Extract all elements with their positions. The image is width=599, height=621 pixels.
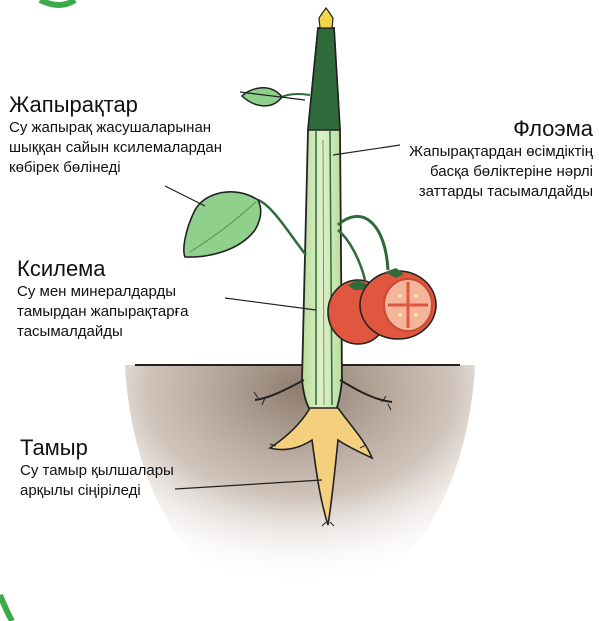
corner-arc-top xyxy=(40,0,75,5)
root-description: Су тамыр қылшалары арқылы сіңіріледі xyxy=(20,461,174,501)
phloem-description: Жапырақтардан өсімдіктің басқа бөліктері… xyxy=(409,142,593,202)
tomato-branch xyxy=(338,216,388,270)
stem-top-dark xyxy=(308,28,340,130)
soil xyxy=(125,365,475,610)
pointer-phloem xyxy=(333,145,400,155)
leaves-title: Жапырақтар xyxy=(9,92,222,118)
pointer-xylem xyxy=(225,298,316,310)
xylem-description: Су мен минералдарды тамырдан жапырақтарғ… xyxy=(17,282,188,342)
leaves-description: Су жапырақ жасушаларынан шыққан сайын кс… xyxy=(9,118,222,178)
tomato-cut-icon xyxy=(360,268,436,339)
flower-bud-icon xyxy=(319,8,333,28)
pointer-leaves-2 xyxy=(165,186,205,206)
root-title: Тамыр xyxy=(20,435,174,461)
corner-arc-bottom xyxy=(0,595,12,621)
xylem-title: Ксилема xyxy=(17,256,188,282)
phloem-title: Флоэма xyxy=(409,116,593,142)
tomato-branch-2 xyxy=(338,230,365,280)
leaf-icon xyxy=(184,192,306,257)
